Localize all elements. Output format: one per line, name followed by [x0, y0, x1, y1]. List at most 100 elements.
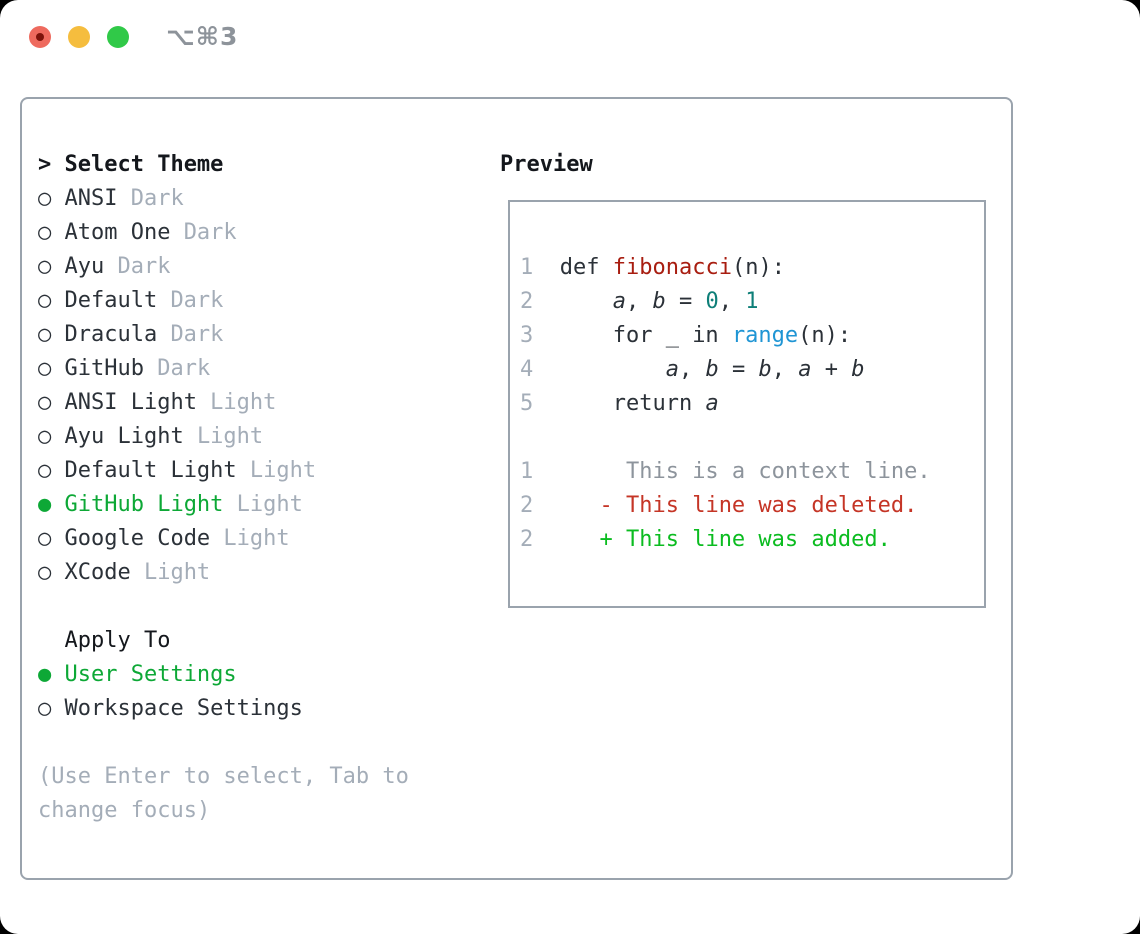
- code-segment-code: ,: [718, 289, 746, 314]
- line-number: 1: [520, 459, 534, 484]
- theme-variant: Dark: [170, 288, 224, 313]
- theme-item[interactable]: ○ Default Light Light: [38, 454, 409, 488]
- theme-name: Google Code: [64, 526, 211, 551]
- theme-name: XCode: [64, 560, 131, 585]
- theme-variant: Dark: [183, 220, 237, 245]
- titlebar: ⌥⌘3: [0, 0, 1140, 74]
- theme-name: GitHub Light: [64, 492, 224, 517]
- theme-variant: Dark: [157, 356, 211, 381]
- select-theme-title: Select Theme: [64, 152, 224, 177]
- diff-line: 2 + This line was added.: [520, 523, 984, 557]
- code-line: 3 for _ in range(n):: [520, 319, 984, 353]
- radio-unselected-icon: ○: [38, 220, 52, 245]
- code-segment-code: [533, 357, 665, 382]
- theme-item[interactable]: ○ Ayu Dark: [38, 250, 409, 284]
- apply-option-label: Workspace Settings: [64, 696, 303, 721]
- apply-to-title: Apply To: [64, 628, 171, 653]
- theme-variant: Dark: [130, 186, 184, 211]
- code-segment-code: for _ in: [533, 323, 732, 348]
- line-number: 3: [520, 323, 534, 348]
- code-segment-code: return: [533, 391, 706, 416]
- theme-variant: Light: [143, 560, 211, 585]
- code-segment-var: a: [612, 289, 626, 314]
- code-segment-code: def: [533, 255, 613, 280]
- radio-unselected-icon: ○: [38, 526, 52, 551]
- code-segment-code: [533, 289, 612, 314]
- apply-option-label: User Settings: [64, 662, 237, 687]
- theme-name: GitHub: [64, 356, 144, 381]
- diff-line: 2 - This line was deleted.: [520, 489, 984, 523]
- radio-selected-icon: ●: [38, 662, 52, 687]
- code-segment-code: [533, 493, 599, 518]
- close-button-dot-icon: [36, 33, 44, 41]
- code-segment-var: b: [851, 357, 865, 382]
- theme-variant: Dark: [170, 322, 224, 347]
- keyboard-hint: (Use Enter to select, Tab to change focu…: [38, 760, 409, 828]
- radio-unselected-icon: ○: [38, 254, 52, 279]
- diff-preview: 1 This is a context line.2 - This line w…: [520, 455, 984, 557]
- radio-unselected-icon: ○: [38, 356, 52, 381]
- prompt-icon: >: [38, 152, 52, 177]
- code-segment-num: 1: [745, 289, 759, 314]
- radio-unselected-icon: ○: [38, 696, 52, 721]
- theme-name: Default Light: [64, 458, 237, 483]
- preview-title: Preview: [500, 152, 593, 177]
- code-segment-var: b: [652, 289, 666, 314]
- radio-unselected-icon: ○: [38, 424, 52, 449]
- preview-column: Preview 1 def fibonacci(n):2 a, b = 0, 1…: [500, 148, 986, 608]
- apply-option[interactable]: ○ Workspace Settings: [38, 692, 409, 726]
- minimize-button[interactable]: [68, 26, 90, 48]
- theme-variant: Light: [236, 492, 303, 517]
- theme-name: ANSI Light: [64, 390, 197, 415]
- hint-line: change focus): [38, 798, 211, 823]
- theme-variant: Dark: [117, 254, 171, 279]
- line-number: 4: [520, 357, 534, 382]
- apply-option[interactable]: ● User Settings: [38, 658, 409, 692]
- code-segment-num: 0: [705, 289, 719, 314]
- line-number: 2: [520, 289, 534, 314]
- code-segment-var: a: [705, 391, 719, 416]
- code-segment-code: [533, 527, 599, 552]
- theme-item[interactable]: ○ GitHub Dark: [38, 352, 409, 386]
- code-line: 4 a, b = b, a + b: [520, 353, 984, 387]
- theme-name: Ayu Light: [64, 424, 184, 449]
- theme-variant: Light: [223, 526, 290, 551]
- close-button[interactable]: [29, 26, 51, 48]
- radio-unselected-icon: ○: [38, 186, 52, 211]
- theme-item[interactable]: ● GitHub Light Light: [38, 488, 409, 522]
- code-segment-context: This is a context line.: [533, 459, 931, 484]
- radio-unselected-icon: ○: [38, 560, 52, 585]
- code-segment-deleted: - This line was deleted.: [599, 493, 918, 518]
- code-line: 1 def fibonacci(n):: [520, 251, 984, 285]
- radio-unselected-icon: ○: [38, 288, 52, 313]
- theme-variant: Light: [249, 458, 317, 483]
- code-segment-builtin: range: [731, 323, 799, 348]
- apply-to-list: ● User Settings ○ Workspace Settings: [38, 658, 409, 726]
- window-shortcut-label: ⌥⌘3: [166, 22, 239, 51]
- diff-line: 1 This is a context line.: [520, 455, 984, 489]
- theme-item[interactable]: ○ Default Dark: [38, 284, 409, 318]
- radio-selected-icon: ●: [38, 492, 52, 517]
- code-segment-code: =: [718, 357, 759, 382]
- theme-item[interactable]: ○ XCode Light: [38, 556, 409, 590]
- theme-variant: Light: [210, 390, 277, 415]
- code-segment-code: +: [811, 357, 852, 382]
- code-segment-var: a: [665, 357, 679, 382]
- code-line: 2 a, b = 0, 1: [520, 285, 984, 319]
- theme-item[interactable]: ○ Google Code Light: [38, 522, 409, 556]
- zoom-button[interactable]: [107, 26, 129, 48]
- theme-name: Default: [64, 288, 158, 313]
- theme-name: Ayu: [64, 254, 105, 279]
- radio-unselected-icon: ○: [38, 458, 52, 483]
